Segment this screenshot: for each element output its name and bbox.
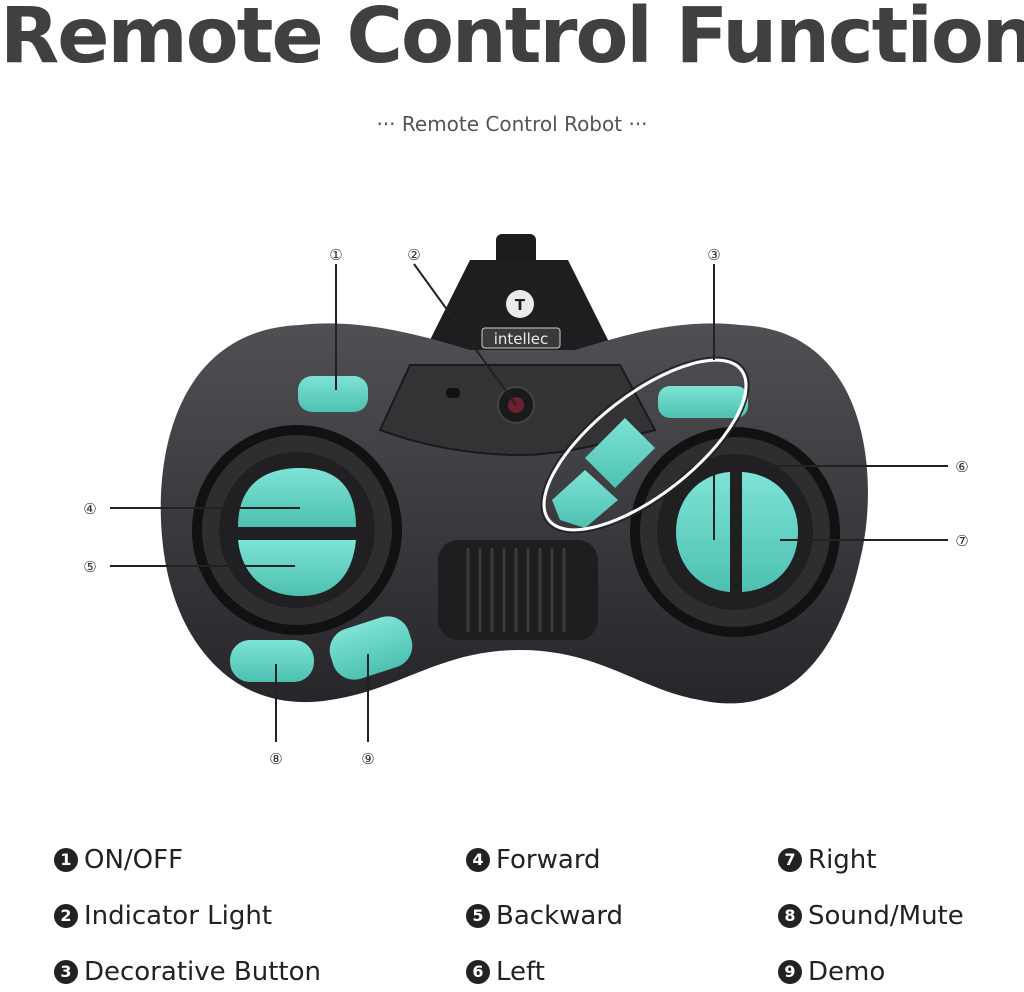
- sound-mute-button[interactable]: [230, 640, 314, 682]
- legend-number-6: 6: [466, 960, 490, 984]
- decorative-button-mid[interactable]: [585, 418, 655, 488]
- remote-control-diagram: T intellec: [83, 234, 969, 768]
- svg-text:T: T: [515, 296, 526, 314]
- legend-number-9: 9: [778, 960, 802, 984]
- marker-6: ⑥: [955, 458, 968, 476]
- forward-button[interactable]: [238, 468, 356, 527]
- legend-label-5: Backward: [496, 901, 624, 931]
- legend-label-4: Forward: [496, 845, 601, 875]
- demo-button[interactable]: [324, 611, 418, 686]
- legend-label-6: Left: [496, 957, 545, 987]
- marker-7: ⑦: [955, 532, 968, 550]
- legend-label-8: Sound/Mute: [808, 901, 964, 931]
- legend-label-7: Right: [808, 845, 877, 875]
- legend-number-3: 3: [54, 960, 78, 984]
- page-title: Remote Control Function: [0, 0, 1024, 81]
- brand-logo-icon: [506, 290, 534, 318]
- legend-number-4: 4: [466, 848, 490, 872]
- legend-number-8: 8: [778, 904, 802, 928]
- legend-number-5: 5: [466, 904, 490, 928]
- marker-9: ⑨: [361, 750, 374, 768]
- decorative-button-low[interactable]: [552, 470, 618, 528]
- legend-number-1: 1: [54, 848, 78, 872]
- marker-8: ⑧: [269, 750, 282, 768]
- center-grip: [438, 540, 598, 640]
- legend-number-2: 2: [54, 904, 78, 928]
- marker-3: ③: [707, 246, 720, 264]
- marker-5: ⑤: [83, 558, 96, 576]
- legend-label-9: Demo: [808, 957, 886, 987]
- backward-button[interactable]: [238, 540, 356, 596]
- decorative-highlight: [542, 358, 748, 532]
- legend-label-3: Decorative Button: [84, 957, 321, 987]
- on-off-button[interactable]: [298, 376, 368, 412]
- left-turn-button[interactable]: [676, 472, 730, 592]
- marker-4: ④: [83, 500, 96, 518]
- marker-2: ②: [407, 246, 420, 264]
- legend-label-1: ON/OFF: [84, 845, 184, 875]
- legend-number-7: 7: [778, 848, 802, 872]
- decorative-button-top[interactable]: [658, 386, 748, 418]
- legend-label-2: Indicator Light: [84, 901, 273, 931]
- page-subtitle: ··· Remote Control Robot ···: [376, 112, 648, 136]
- marker-1: ①: [329, 246, 342, 264]
- brand-label: intellec: [494, 330, 549, 348]
- right-turn-button[interactable]: [742, 472, 798, 592]
